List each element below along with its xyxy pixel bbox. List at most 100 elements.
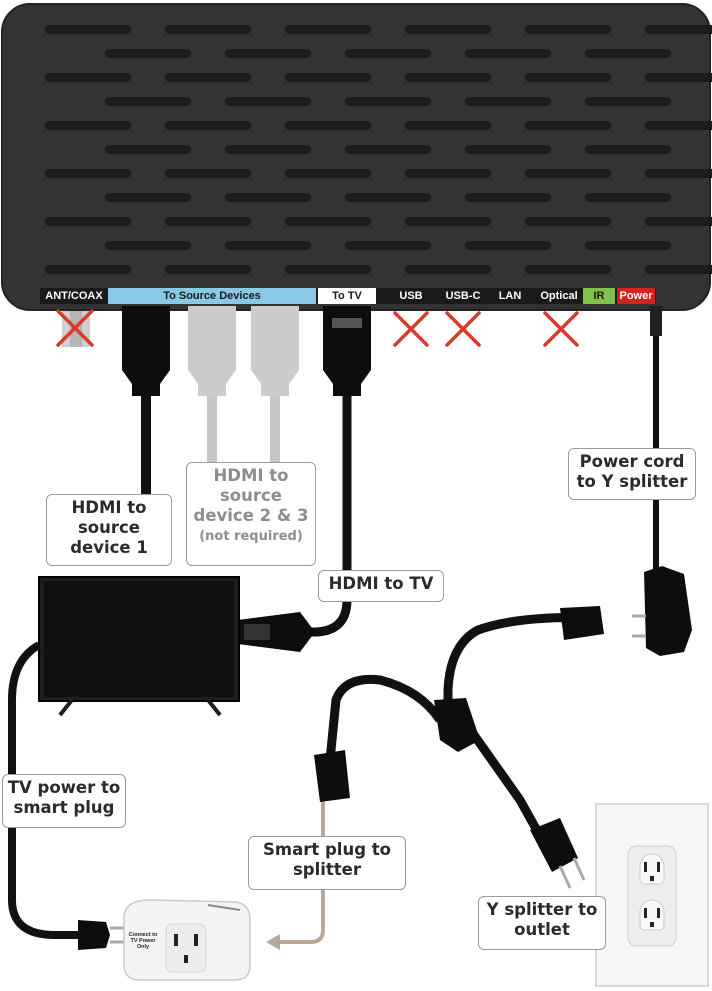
vent-slot <box>405 121 491 130</box>
callout-line: HDMI to <box>71 498 147 517</box>
vent-slot <box>45 169 131 178</box>
vent-slot <box>465 97 551 106</box>
vent-slot <box>405 73 491 82</box>
vent-slot <box>105 241 191 250</box>
vent-slot <box>465 49 551 58</box>
tv <box>38 576 240 717</box>
callout-smart-plug: Smart plug to splitter <box>248 836 406 890</box>
callout-line: splitter <box>292 860 362 879</box>
vent-slot <box>645 121 712 130</box>
vent-slot <box>345 97 431 106</box>
vent-slot <box>165 73 251 82</box>
smart-plug <box>123 899 251 981</box>
callout-hdmi-source-1: HDMI to source device 1 <box>46 494 172 566</box>
callout-hdmi-source-2-3: HDMI to source device 2 & 3 (not require… <box>186 462 316 566</box>
streaming-device <box>1 3 712 311</box>
vent-slot <box>45 73 131 82</box>
callout-line: HDMI to TV <box>328 574 434 593</box>
vent-slot <box>645 217 712 226</box>
callout-line: source <box>77 518 140 537</box>
callout-line: smart plug <box>13 798 115 817</box>
callout-line: device 1 <box>70 538 148 557</box>
port-label-power: Power <box>619 290 653 302</box>
vent-slot <box>465 241 551 250</box>
callout-hdmi-tv: HDMI to TV <box>318 570 444 602</box>
port-label-lan: LAN <box>498 290 522 302</box>
callout-line: Smart plug to <box>263 840 391 859</box>
vent-slot <box>165 25 251 34</box>
vent-slot <box>45 25 131 34</box>
port-label-usb: USB <box>399 290 423 302</box>
port-label-ant-coax: ANT/COAX <box>45 290 103 302</box>
vent-slot <box>525 25 611 34</box>
vent-slot <box>225 97 311 106</box>
vent-slot <box>525 217 611 226</box>
vent-slot <box>165 217 251 226</box>
vent-slot <box>285 73 371 82</box>
hdmi-cable-source-1 <box>122 306 170 500</box>
callout-line: to Y splitter <box>576 472 688 491</box>
vent-slot <box>45 265 131 274</box>
vent-slot <box>225 145 311 154</box>
port-label-ir: IR <box>593 290 605 302</box>
vent-slot <box>645 265 712 274</box>
vent-slot <box>285 217 371 226</box>
vent-slot <box>585 97 671 106</box>
vent-slot <box>525 265 611 274</box>
callout-line: device 2 & 3 <box>193 506 309 525</box>
vent-slot <box>225 241 311 250</box>
vent-slot <box>105 193 191 202</box>
vent-slot <box>165 265 251 274</box>
callout-line: HDMI to <box>213 466 289 485</box>
vent-slot <box>405 25 491 34</box>
callout-line: Y splitter to <box>486 900 598 919</box>
callout-power-cord: Power cord to Y splitter <box>568 448 696 500</box>
port-label-to-tv: To TV <box>332 290 362 302</box>
wall-outlet <box>595 803 709 987</box>
vent-slot <box>645 73 712 82</box>
vent-slot <box>585 49 671 58</box>
callout-y-splitter: Y splitter to outlet <box>478 896 606 950</box>
vent-slot <box>285 25 371 34</box>
not-required-note: (not required) <box>199 529 303 544</box>
callout-line: source <box>219 486 282 505</box>
vent-slot <box>525 73 611 82</box>
callout-line: outlet <box>514 920 570 939</box>
vent-slot <box>525 169 611 178</box>
vent-slot <box>465 193 551 202</box>
vent-slot <box>465 145 551 154</box>
not-used-marks <box>56 309 579 347</box>
vent-slot <box>285 121 371 130</box>
tv-power-cable <box>7 641 124 950</box>
vent-slot <box>405 169 491 178</box>
vent-slot <box>345 49 431 58</box>
vent-slot <box>225 193 311 202</box>
vent-slot <box>585 145 671 154</box>
vent-slot <box>645 169 712 178</box>
vent-slot <box>405 265 491 274</box>
vent-slot <box>525 121 611 130</box>
vent-slot <box>225 49 311 58</box>
vent-slot <box>165 169 251 178</box>
vent-slot <box>165 121 251 130</box>
vent-slot <box>45 217 131 226</box>
port-label-usb-c: USB-C <box>445 290 481 302</box>
callout-tv-power: TV power to smart plug <box>2 774 126 828</box>
vent-slot <box>105 97 191 106</box>
vent-slot <box>345 145 431 154</box>
vent-slot <box>645 25 712 34</box>
vent-slot <box>405 217 491 226</box>
callout-line: TV power to <box>7 778 121 797</box>
optional-hdmi-cables <box>188 306 299 465</box>
y-splitter <box>314 606 604 889</box>
vent-slot <box>285 169 371 178</box>
vent-slot <box>285 265 371 274</box>
port-label-optical: Optical <box>540 290 578 302</box>
vent-slots <box>45 25 712 274</box>
callout-line: Power cord <box>579 452 685 471</box>
vent-slot <box>105 49 191 58</box>
port-label-to-source-devices: To Source Devices <box>163 290 261 302</box>
vent-slot <box>105 145 191 154</box>
